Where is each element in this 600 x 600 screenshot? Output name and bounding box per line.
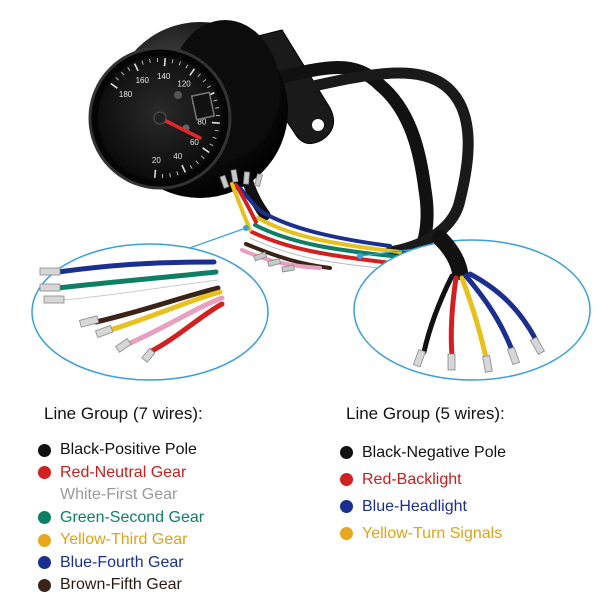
speedometer-illustration: 20406080100120140160180 [31,20,591,381]
gauge-tick-label: 80 [197,118,206,127]
left-legend-item: Blue-Fourth Gear [38,552,204,575]
left-wire-callout [31,243,269,381]
gauge-tick-marks [110,58,220,178]
gauge-tick [153,169,157,178]
gauge-tick [215,107,220,109]
right-callout-connectors [412,336,546,373]
right-line-group-legend: Line Group (5 wires): Black-Negative Pol… [340,404,506,547]
gear-indicator-window [190,91,216,121]
gauge-tick [181,164,187,173]
left-legend-label: Blue-Fourth Gear [60,553,184,571]
right-line-group-title: Line Group (5 wires): [346,404,505,423]
color-dot-icon [38,511,51,525]
gauge-tick-label: 40 [173,152,182,161]
gauge-tick-label: 120 [177,80,191,89]
gauge-tick [127,67,131,71]
left-line-group-title: Line Group (7 wires): [44,404,203,423]
left-legend-label: White-First Gear [60,486,178,504]
gauge-tick [115,77,119,81]
gauge-tick [121,71,125,76]
right-callout-cable [432,230,468,280]
gauge-tick [209,143,214,147]
color-dot-icon [340,500,353,513]
wire-connectors [219,169,295,273]
gauge-tick [149,58,151,63]
left-callout-connectors [39,267,156,363]
gauge-tick [212,136,217,139]
gauge-tick [171,59,174,64]
gauge-tick [214,129,219,132]
needle-hub [153,111,167,125]
left-legend-item: Green-Second Gear [38,507,204,530]
gauge-tick [213,99,218,102]
left-legend-item: Black-Positive Pole [38,439,204,462]
left-callout-wires [55,259,225,355]
left-legend-label: Yellow-Third Gear [60,531,188,549]
left-legend-label: Red-Neutral Gear [60,463,187,481]
left-legend-label: Brown-Fifth Gear [60,576,182,594]
gauge-tick [201,155,205,159]
color-dot-icon [340,473,353,486]
right-legend-item: Blue-Headlight [340,493,506,520]
right-callout-wires [421,271,539,361]
gauge-tick [197,73,201,77]
color-dot-icon [340,446,353,459]
right-legend-label: Black-Negative Pole [362,443,507,461]
gauge-tick [110,82,118,89]
gauge-tick-label: 160 [136,76,150,85]
left-legend-label: Green-Second Gear [60,508,205,526]
color-dot-icon [38,578,51,592]
gauge-tick [141,60,144,65]
gauge-tick-label: 180 [119,90,133,99]
right-legend-item: Red-Backlight [340,466,506,493]
left-legend-item: Yellow-Third Gear [38,529,204,552]
gauge-tick [202,79,207,83]
gauge-tick-label: 60 [190,138,199,147]
right-legend-item: Black-Negative Pole [340,439,506,466]
bracket-hole [312,119,324,131]
gauge-tick [133,63,139,72]
gauge-tick [163,58,167,67]
gauge-tick [189,165,193,169]
color-dot-icon [38,556,51,570]
left-legend-item: White-First Gear [38,484,204,507]
callout-anchor-right [357,253,363,259]
gauge-tick [189,68,196,76]
gauge-tick [202,147,210,154]
main-cable-right-2 [269,67,474,258]
gauge-needle [158,116,202,140]
gauge-tick-label: 140 [157,72,171,81]
gauge-tick [195,160,199,165]
indicator-light [174,91,182,99]
main-cable-right [263,61,434,259]
right-legend-item: Yellow-Turn Signals [340,520,506,547]
callout-anchor-left [243,225,249,231]
left-legend-item: Brown-Fifth Gear [38,574,204,597]
gauge-tick [178,61,181,66]
gauge-tick [207,85,211,89]
color-dot-icon [38,466,51,480]
color-dot-icon [38,488,51,502]
right-legend-label: Red-Backlight [362,470,462,488]
left-legend-item: Red-Neutral Gear [38,462,204,485]
right-legend-label: Blue-Headlight [362,497,467,515]
color-dot-icon [38,443,51,457]
left-line-group-legend: Line Group (7 wires): Black-Positive Pol… [38,404,204,597]
gauge-tick [211,121,220,125]
gauge-tick [176,171,179,176]
color-dot-icon [340,527,353,540]
left-legend-label: Black-Positive Pole [60,441,197,459]
gauge-tick-label: 20 [152,156,161,165]
gauge-tick [169,173,171,178]
color-dot-icon [38,533,51,547]
gauge-tick [185,64,189,69]
right-legend-label: Yellow-Turn Signals [362,524,503,542]
wire-bundle [230,182,412,270]
